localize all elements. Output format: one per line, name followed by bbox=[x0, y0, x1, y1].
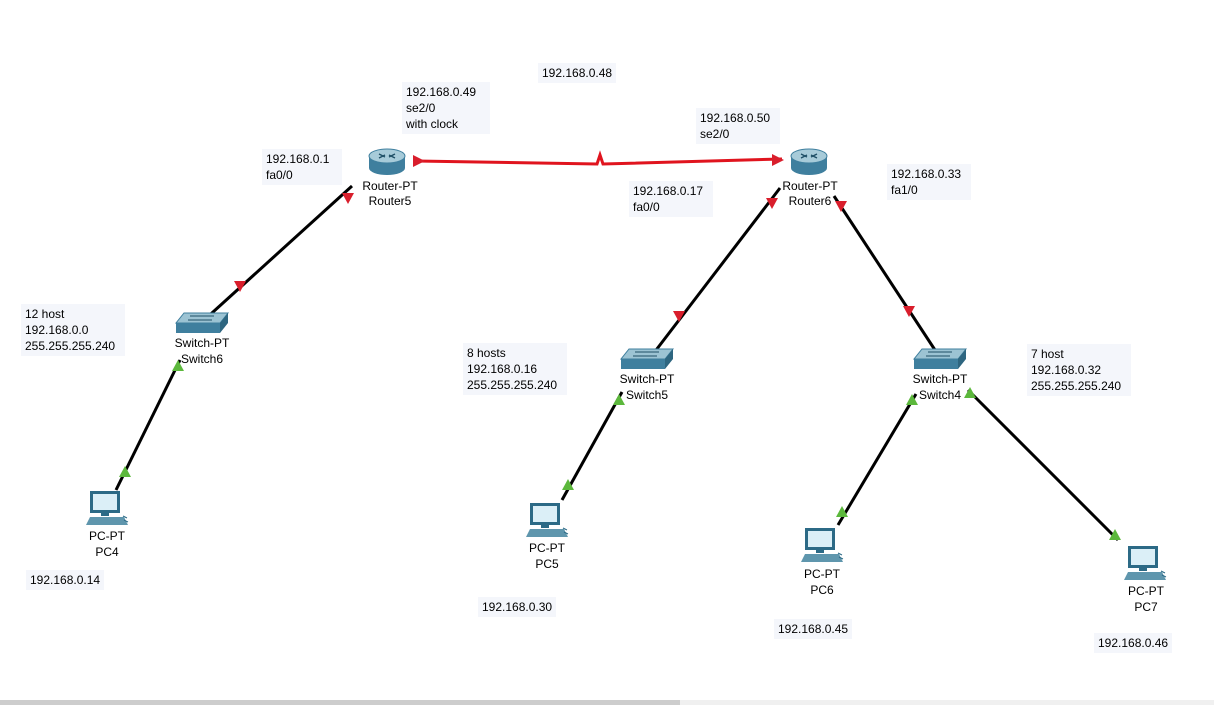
note-network3[interactable]: 7 host 192.168.0.32 255.255.255.240 bbox=[1027, 344, 1131, 396]
port-status-down bbox=[772, 154, 784, 166]
note-pc6-ip[interactable]: 192.168.0.45 bbox=[774, 619, 853, 639]
pc-icon bbox=[86, 491, 129, 525]
switch-icon bbox=[619, 348, 675, 369]
port-status-down bbox=[835, 201, 847, 212]
switch5-name-label: Switch5 bbox=[625, 388, 669, 402]
pc6-name-label: PC6 bbox=[810, 583, 834, 597]
note-router5-serial[interactable]: 192.168.0.49 se2/0 with clock bbox=[402, 82, 490, 134]
port-status-down bbox=[766, 198, 778, 209]
port-status-down bbox=[673, 311, 685, 322]
router5-model-label: Router-PT bbox=[362, 179, 418, 193]
port-status-up bbox=[906, 394, 918, 405]
port-status-up bbox=[964, 387, 976, 398]
router5[interactable] bbox=[365, 146, 409, 178]
note-network1[interactable]: 12 host 192.168.0.0 255.255.255.240 bbox=[21, 304, 125, 356]
note-pc4-ip[interactable]: 192.168.0.14 bbox=[26, 570, 105, 590]
note-router6-serial[interactable]: 192.168.0.50 se2/0 bbox=[696, 108, 780, 144]
link-switch4-pc7[interactable] bbox=[966, 388, 1120, 542]
router6-name-label: Router6 bbox=[788, 194, 832, 208]
pc4-model-label: PC-PT bbox=[89, 529, 125, 543]
note-pc7-ip[interactable]: 192.168.0.46 bbox=[1094, 633, 1173, 653]
router5-name-label: Router5 bbox=[368, 194, 412, 208]
scrollbar-thumb[interactable] bbox=[0, 700, 680, 705]
switch5[interactable] bbox=[619, 347, 675, 371]
switch5-model-label: Switch-PT bbox=[619, 372, 675, 386]
note-router5-fa[interactable]: 192.168.0.1 fa0/0 bbox=[262, 149, 342, 185]
pc6[interactable] bbox=[801, 527, 845, 565]
port-status-up bbox=[119, 466, 131, 477]
serial-link-router5-router6[interactable] bbox=[415, 150, 783, 166]
link-router6-switch5[interactable] bbox=[648, 187, 782, 359]
router-icon bbox=[368, 148, 406, 175]
pc4-name-label: PC4 bbox=[95, 545, 119, 559]
note-router6-fa0[interactable]: 192.168.0.17 fa0/0 bbox=[629, 181, 713, 217]
router6[interactable] bbox=[787, 146, 831, 178]
pc5-name-label: PC5 bbox=[535, 557, 559, 571]
port-status-down bbox=[342, 193, 354, 204]
port-status-down bbox=[903, 306, 915, 317]
router6-model-label: Router-PT bbox=[782, 179, 838, 193]
link-router5-switch6[interactable] bbox=[200, 184, 354, 324]
switch4-model-label: Switch-PT bbox=[912, 372, 968, 386]
port-status-up bbox=[613, 394, 625, 405]
note-router6-fa1[interactable]: 192.168.0.33 fa1/0 bbox=[887, 164, 971, 200]
router-icon bbox=[790, 148, 828, 175]
pc7-name-label: PC7 bbox=[1134, 600, 1158, 614]
note-pc5-ip[interactable]: 192.168.0.30 bbox=[478, 597, 557, 617]
switch6[interactable] bbox=[174, 311, 230, 335]
switch-icon bbox=[912, 348, 968, 369]
port-status-up bbox=[1109, 529, 1121, 540]
port-status-down bbox=[413, 155, 425, 167]
port-status-up bbox=[562, 479, 574, 490]
note-serial-network[interactable]: 192.168.0.48 bbox=[538, 63, 617, 83]
link-switch4-pc6[interactable] bbox=[836, 393, 918, 526]
pc5-model-label: PC-PT bbox=[529, 541, 565, 555]
pc5[interactable] bbox=[526, 502, 570, 540]
switch4-name-label: Switch4 bbox=[918, 388, 962, 402]
link-router6-switch4[interactable] bbox=[832, 195, 937, 351]
port-status-down bbox=[234, 281, 246, 292]
pc-icon bbox=[801, 528, 844, 562]
pc-icon bbox=[526, 503, 569, 537]
pc-icon bbox=[1124, 546, 1167, 580]
switch4[interactable] bbox=[912, 347, 968, 371]
pc6-model-label: PC-PT bbox=[804, 567, 840, 581]
link-switch5-pc5[interactable] bbox=[560, 391, 624, 501]
horizontal-scrollbar[interactable] bbox=[0, 700, 1214, 705]
note-network2[interactable]: 8 hosts 192.168.0.16 255.255.255.240 bbox=[463, 343, 567, 395]
switch6-model-label: Switch-PT bbox=[174, 336, 230, 350]
pc4[interactable] bbox=[86, 490, 130, 528]
switch6-name-label: Switch6 bbox=[180, 352, 224, 366]
pc7-model-label: PC-PT bbox=[1128, 584, 1164, 598]
switch-icon bbox=[174, 312, 230, 333]
port-status-up bbox=[172, 360, 184, 371]
link-switch6-pc4[interactable] bbox=[114, 359, 182, 491]
pc7[interactable] bbox=[1124, 545, 1168, 583]
port-status-up bbox=[836, 506, 848, 517]
